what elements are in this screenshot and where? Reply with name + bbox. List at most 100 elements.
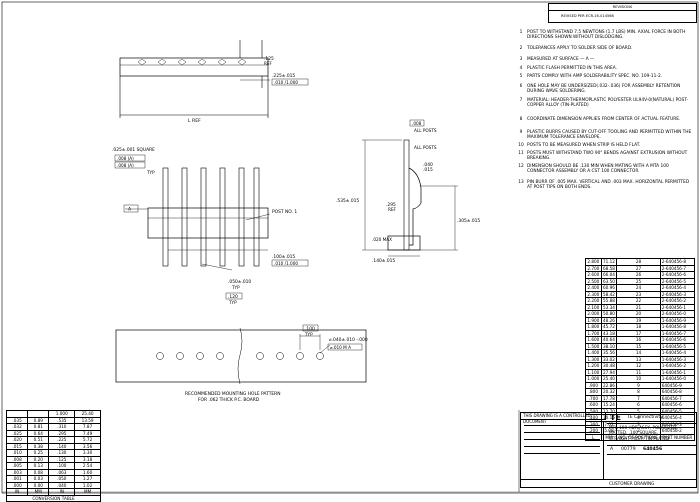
parts-table-cell: 66.04 xyxy=(600,271,618,279)
note-text: PARTS COMPLY WITH AMP SOLDERABILITY SPEC… xyxy=(527,74,663,79)
customer-drawing-label: CUSTOMER DRAWING xyxy=(609,481,655,486)
title-line-3: STRAIGHT POST, TIN PLATED xyxy=(609,435,670,441)
dim-305: .305±.015 xyxy=(457,218,480,224)
drawing-title: MTA-100 HDR ASSY, POLARIZED, MATTED, .10… xyxy=(609,425,678,441)
note-text: PIN BURR OF .005 MAX. VERTICAL AND .003 … xyxy=(527,180,690,191)
dim-295-ref: REF xyxy=(388,207,397,212)
parts-table-cell: 25.40 xyxy=(600,375,618,383)
controlled-doc-note: THIS DRAWING IS A CONTROLLED DOCUMENT xyxy=(521,413,606,424)
dim-100: .100±.015 xyxy=(272,254,295,260)
parts-table-cell: 1.600 xyxy=(585,336,602,344)
dim-typ: TYP xyxy=(146,170,155,175)
fcf-1: .008 (A) xyxy=(117,156,134,161)
note-flag-icon: 9 xyxy=(519,130,523,135)
note-flag-icon: 5 xyxy=(519,74,523,79)
dim-pitch: .125 xyxy=(264,56,274,62)
parts-table-cell: 40.64 xyxy=(600,336,618,344)
te-logo-icon: TE xyxy=(610,413,621,422)
side-008: .008 xyxy=(412,121,422,126)
parts-table-cell: 2.300 xyxy=(585,290,602,298)
parts-table-cell: 60.96 xyxy=(600,284,618,292)
parts-table-cell: 48.26 xyxy=(600,316,618,324)
dim-040: .040 xyxy=(423,162,433,168)
front-view xyxy=(125,167,271,271)
parts-table-header-cell: PART NUMBER xyxy=(659,433,696,441)
dim-010-1000: .010 /1.000 xyxy=(274,80,298,85)
parts-table-cell: 1.200 xyxy=(585,362,602,370)
parts-table-cell: 2.700 xyxy=(585,264,602,272)
conversion-title: CONVERSION TABLE xyxy=(6,494,101,502)
sheet-border xyxy=(1,1,699,494)
parts-table-cell: 20.32 xyxy=(600,388,618,396)
note-text: COORDINATE DIMENSION APPLIES FROM CENTER… xyxy=(527,117,681,122)
top-view xyxy=(119,40,270,118)
approvals-area xyxy=(521,421,604,479)
revision-header: REVISIONS xyxy=(549,4,696,11)
hole-caption-1: RECOMMENDED MOUNTING HOLE PATTERN xyxy=(185,391,281,397)
revision-entry: REVISED PER ECR-16-014566 xyxy=(561,14,614,18)
parts-table-cell: 55.88 xyxy=(600,297,618,305)
note-flag-icon: 11 xyxy=(518,151,524,156)
parts-table-cell: 63.50 xyxy=(600,277,618,285)
note-text: PLASTIC FLASH PERMITTED IN THIS AREA. xyxy=(527,66,617,71)
note-text: POSTS TO BE MEASURED WHEN STRIP IS HELD … xyxy=(527,143,641,148)
parts-table-cell: 68.58 xyxy=(600,264,618,272)
note-text: MEASURED AT SURFACE — A — xyxy=(527,57,595,62)
note-flag-icon: 10 xyxy=(518,143,524,148)
dim-015: .015 xyxy=(423,167,433,173)
dim-010b: .010 /1.000 xyxy=(274,261,298,266)
parts-table-cell: 2.400 xyxy=(585,284,602,292)
parts-table-cell: 1.800 xyxy=(585,323,602,331)
parts-table-cell: 2.800 xyxy=(585,258,602,266)
note-flag-icon: 13 xyxy=(518,180,524,185)
parts-table-cell: 2.200 xyxy=(585,297,602,305)
parts-table-cell: 2.500 xyxy=(585,277,602,285)
hole-fcf: ⌀.010 M A xyxy=(330,345,351,350)
parts-table-cell: 1.000 xyxy=(585,375,602,383)
parts-table-cell: 38.10 xyxy=(600,342,618,350)
hole-caption-2: FOR .062 THICK P.C. BOARD xyxy=(198,397,260,403)
dim-120-typ: TYP xyxy=(228,300,237,305)
hole-pitch: .100 xyxy=(305,326,315,332)
parts-table-cell: 33.02 xyxy=(600,355,618,363)
parts-table-cell: 58.42 xyxy=(600,290,618,298)
parts-table-cell: 1.900 xyxy=(585,316,602,324)
note-flag-icon: 1 xyxy=(519,30,523,35)
parts-table-cell: 1.700 xyxy=(585,329,602,337)
parts-table-cell: 30.48 xyxy=(600,362,618,370)
dim-020-max: .020 MAX xyxy=(372,237,392,242)
parts-table-cell: 71.12 xyxy=(600,258,618,266)
parts-table-cell: 2.600 xyxy=(585,271,602,279)
datum-a: A xyxy=(128,207,132,213)
dim-050-typ: TYP xyxy=(231,285,240,290)
parts-table-cell: 1.500 xyxy=(585,342,602,350)
note-text: DIMENSION SHOULD BE .130 MIN WHEN MATING… xyxy=(527,164,669,175)
note-flag-icon: 8 xyxy=(519,117,523,122)
note-text: POST TO WITHSTAND 7.5 NEWTONS (1.7 LBS) … xyxy=(527,30,686,41)
all-posts-1: ALL POSTS xyxy=(414,128,437,133)
sheet-size: A xyxy=(610,447,614,452)
parts-table-cell: 27.94 xyxy=(600,368,618,376)
dwg-number-row: A 00779 640456 xyxy=(607,445,696,455)
parts-table-cell: 35.56 xyxy=(600,349,618,357)
revision-block: REVISIONS REVISED PER ECR-16-014566 xyxy=(548,3,697,23)
title-block: THIS DRAWING IS A CONTROLLED DOCUMENT TE… xyxy=(520,412,697,488)
dim-120: .120 xyxy=(228,294,238,300)
dim-295: .295 xyxy=(386,202,396,208)
